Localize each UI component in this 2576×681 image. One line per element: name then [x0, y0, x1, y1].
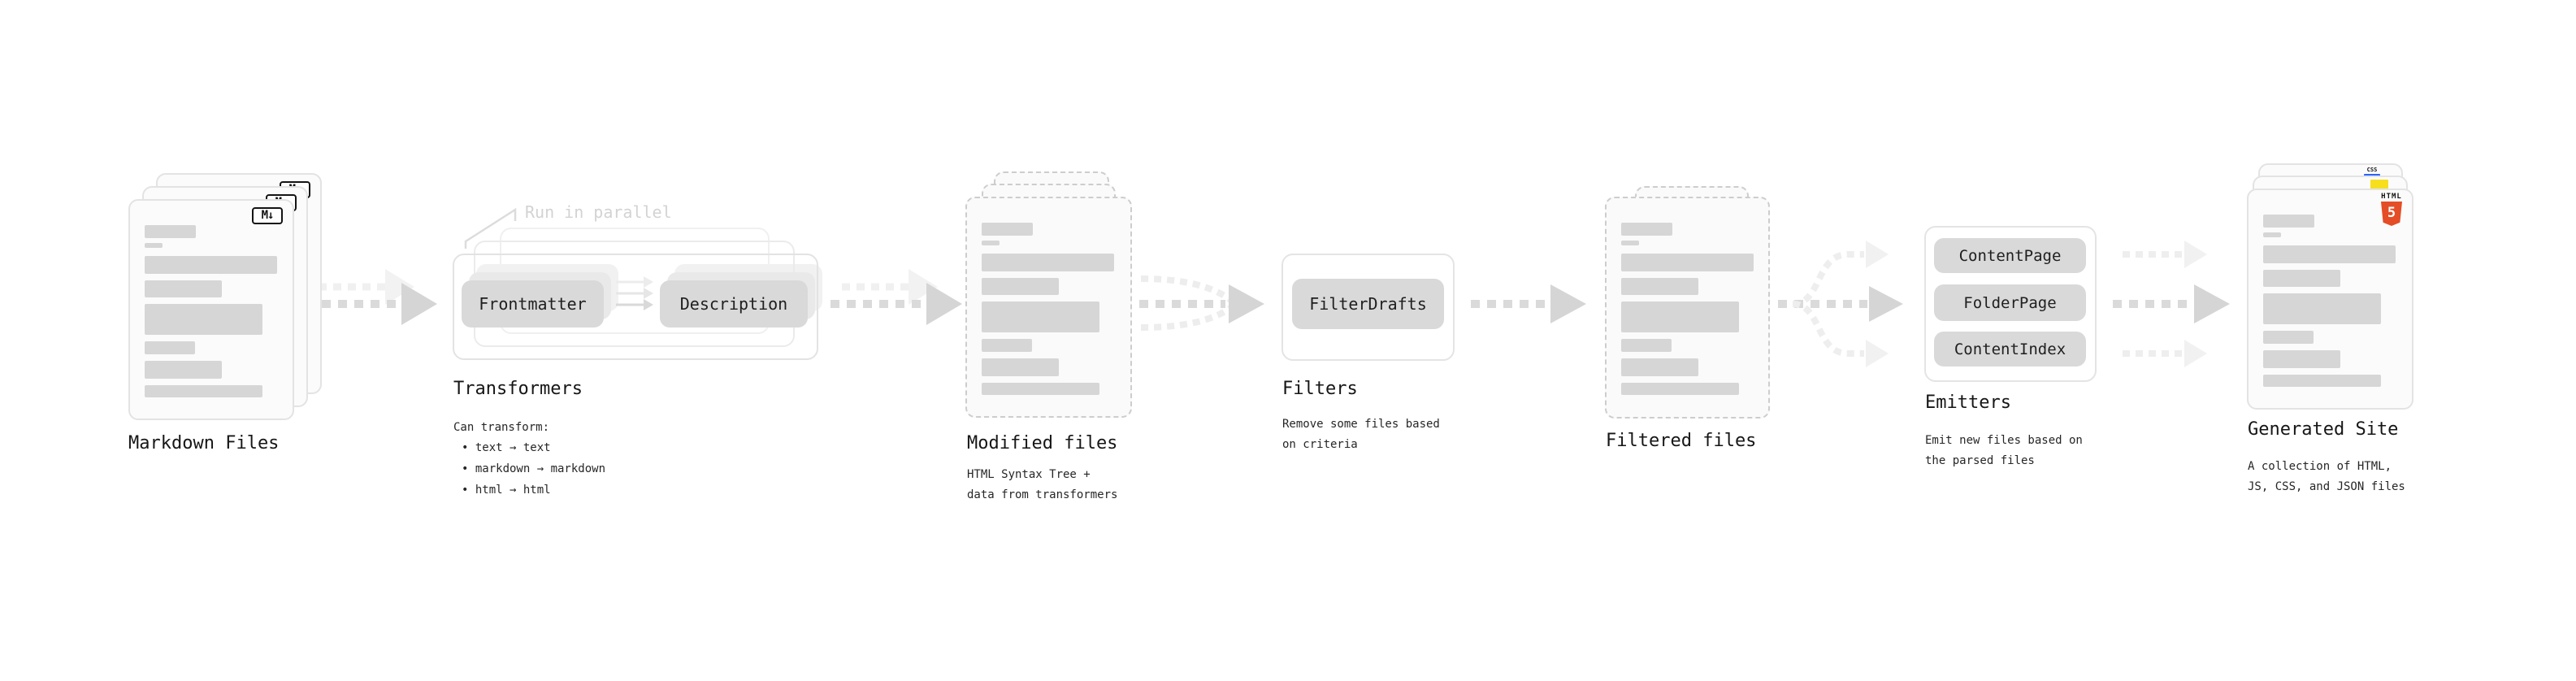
text-line-placeholder: [1621, 241, 1639, 245]
text-line-placeholder: [2263, 245, 2396, 263]
modified-files-subtitle: HTML Syntax Tree + data from transformer…: [967, 468, 1118, 501]
markdown-files-title: Markdown Files: [128, 433, 280, 453]
generated-sheet-html: HTML 5: [2247, 189, 2413, 410]
description-node: Description: [660, 280, 808, 327]
bullet-item: • markdown → markdown: [462, 462, 606, 475]
description-label: Description: [679, 294, 788, 314]
text-line-placeholder: [982, 383, 1099, 395]
filters-title: Filters: [1282, 379, 1358, 399]
text-line-placeholder: [982, 339, 1032, 352]
contentindex-label: ContentIndex: [1954, 340, 2066, 358]
filterdrafts-label: FilterDrafts: [1309, 294, 1427, 314]
text-line-placeholder: [145, 280, 222, 297]
filterdrafts-node: FilterDrafts: [1292, 279, 1444, 329]
frontmatter-label: Frontmatter: [479, 294, 587, 314]
text-line-placeholder: [145, 385, 262, 397]
text-line-placeholder: [982, 241, 1000, 245]
filtered-files-title: Filtered files: [1606, 431, 1757, 451]
folderpage-node: FolderPage: [1934, 284, 2086, 321]
text-line-placeholder: [982, 358, 1059, 376]
text-line-placeholder: [2263, 293, 2381, 324]
contentpage-label: ContentPage: [1958, 246, 2062, 265]
bullet-item: • html → html: [462, 484, 551, 497]
text-line-placeholder: [145, 225, 196, 238]
text-line-placeholder: [2263, 375, 2381, 387]
text-line-placeholder: [1621, 358, 1698, 376]
text-line-placeholder: [1621, 254, 1754, 271]
text-line-placeholder: [1621, 223, 1672, 236]
text-line-placeholder: [2263, 270, 2340, 287]
transformer-card-front: [453, 254, 818, 360]
text-line-placeholder: [2263, 350, 2340, 368]
text-line-placeholder: [982, 254, 1114, 271]
transformers-title: Transformers: [453, 379, 583, 399]
markdown-file-sheet-front: M↓: [128, 199, 294, 420]
emitters-subtitle: Emit new files based on the parsed files: [1925, 434, 2083, 467]
text-line-placeholder: [1621, 278, 1698, 295]
frontmatter-node: Frontmatter: [462, 280, 604, 327]
transformers-subtitle: Can transform:: [453, 421, 550, 434]
text-line-placeholder: [1621, 383, 1739, 395]
markdown-icon: M↓: [252, 207, 283, 224]
text-line-placeholder: [145, 243, 163, 248]
text-line-placeholder: [145, 304, 262, 335]
text-line-placeholder: [145, 361, 222, 379]
emitters-title: Emitters: [1925, 393, 2011, 413]
transformers-bullets: • text → text • markdown → markdown • ht…: [462, 437, 605, 501]
bullet-item: • text → text: [462, 441, 551, 454]
text-line-placeholder: [2263, 232, 2281, 237]
modified-file-sheet-front: [965, 197, 1132, 418]
contentpage-node: ContentPage: [1934, 238, 2086, 273]
generated-site-title: Generated Site: [2248, 419, 2399, 440]
text-line-placeholder: [1621, 301, 1739, 332]
text-line-placeholder: [2263, 215, 2314, 228]
folderpage-label: FolderPage: [1963, 293, 2057, 312]
text-line-placeholder: [145, 341, 195, 354]
filters-subtitle: Remove some files based on criteria: [1282, 418, 1440, 451]
modified-files-title: Modified files: [967, 433, 1118, 453]
text-line-placeholder: [982, 301, 1099, 332]
run-in-parallel-label: Run in parallel: [525, 202, 672, 222]
text-line-placeholder: [145, 256, 277, 274]
filtered-file-sheet-front: [1605, 197, 1770, 419]
text-line-placeholder: [2263, 331, 2314, 344]
text-line-placeholder: [1621, 339, 1672, 352]
text-line-placeholder: [982, 223, 1033, 236]
generated-site-subtitle: A collection of HTML, JS, CSS, and JSON …: [2248, 460, 2405, 493]
html5-icon: HTML 5: [2378, 193, 2405, 226]
contentindex-node: ContentIndex: [1934, 332, 2086, 367]
js-icon: [2370, 180, 2388, 191]
text-line-placeholder: [982, 278, 1059, 295]
